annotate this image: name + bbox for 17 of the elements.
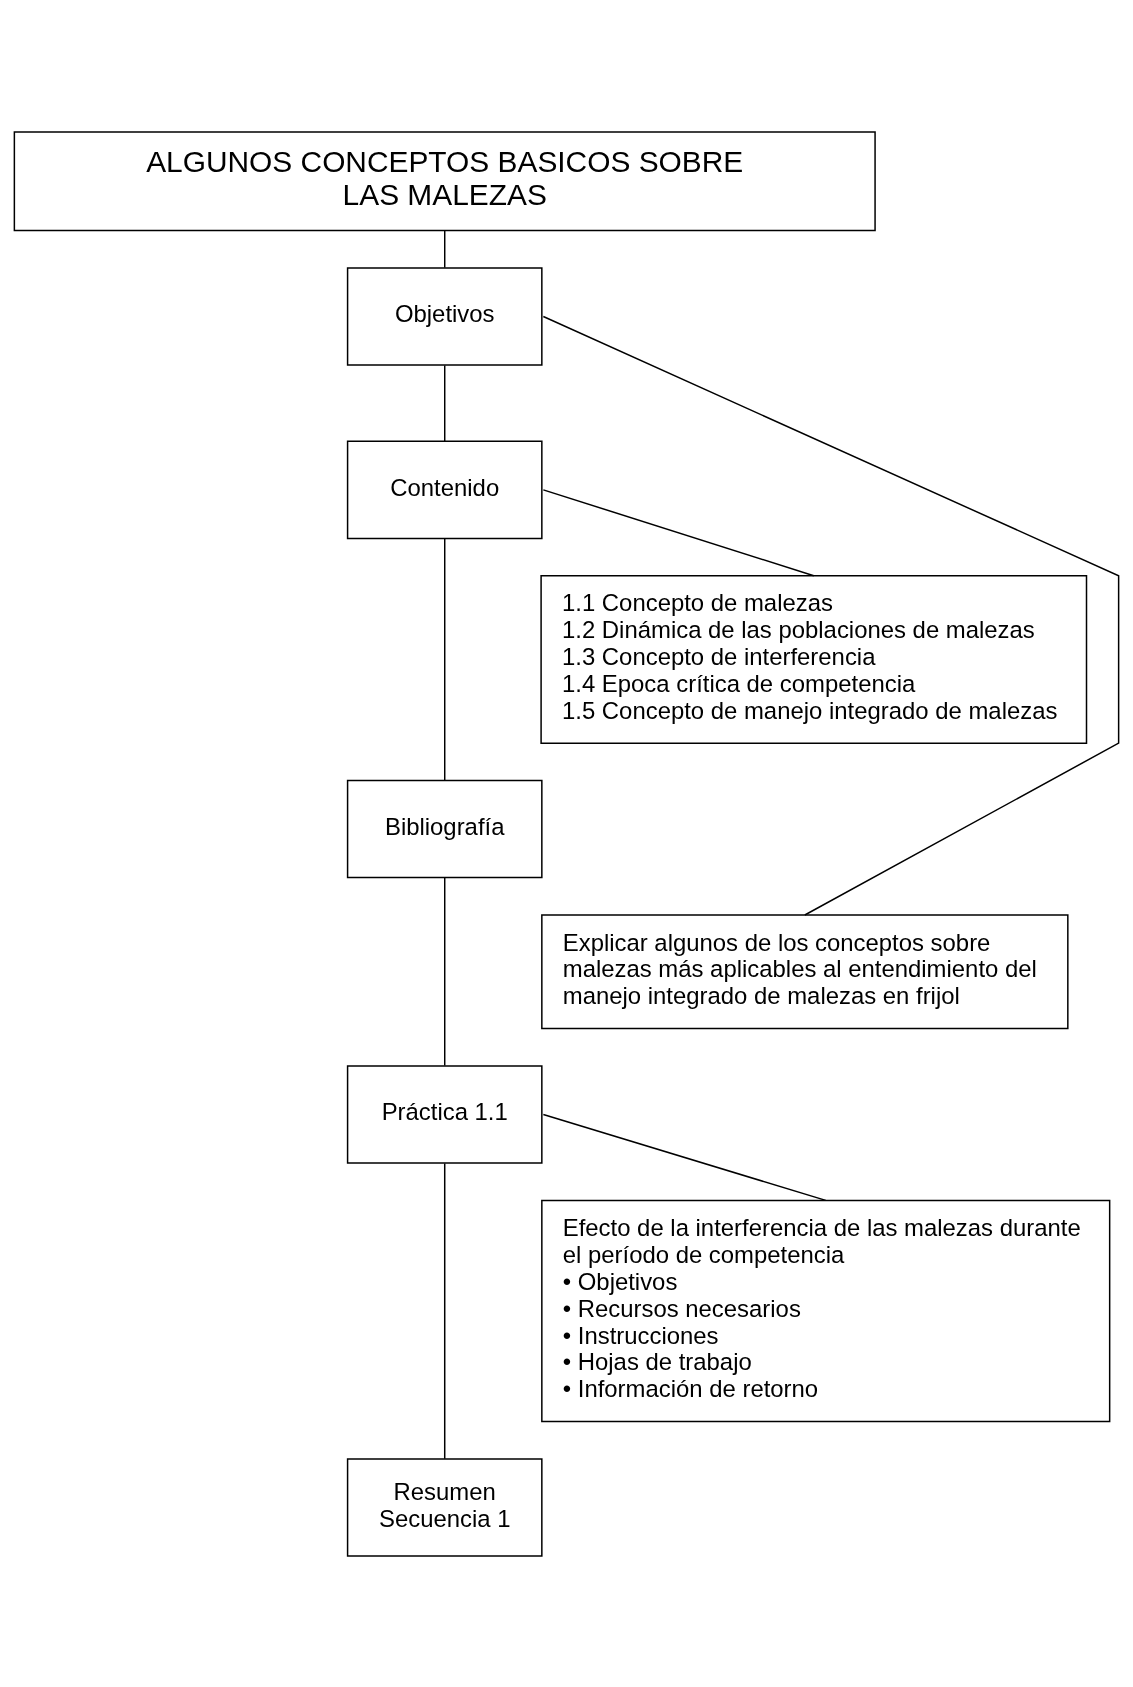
connector [443,364,446,442]
connector [542,315,1120,916]
node-box: Explicar algunos de los conceptos sobre malezas más aplicables al entendimiento del manejo integrado de malezas en frijol [541,913,1069,1029]
connector [443,229,446,268]
connector [443,537,446,781]
connector [443,876,446,1066]
node-box: Objetivos [346,266,543,366]
node-box: Bibliografía [346,779,543,878]
node-box: ALGUNOS CONCEPTOS BASICOS SOBRE LAS MALEZAS [13,130,876,231]
node-box: Contenido [346,440,543,539]
node-box: Efecto de la interferencia de las malezas durante el período de competencia • Objetivos • Recursos necesarios • Instrucciones • Hojas de trabajo • Información de retorno [541,1199,1111,1422]
node-box: Práctica 1.1 [346,1064,543,1164]
connector [542,1113,827,1201]
node-box: 1.1 Concepto de malezas 1.2 Dinámica de las poblaciones de malezas 1.3 Concepto de interferencia 1.4 Epoca crítica de competencia 1.5 Concepto de manejo integrado de malezas [540,574,1088,744]
node-box: Resumen Secuencia 1 [346,1457,543,1557]
connector [443,1162,446,1460]
connector [542,488,815,577]
